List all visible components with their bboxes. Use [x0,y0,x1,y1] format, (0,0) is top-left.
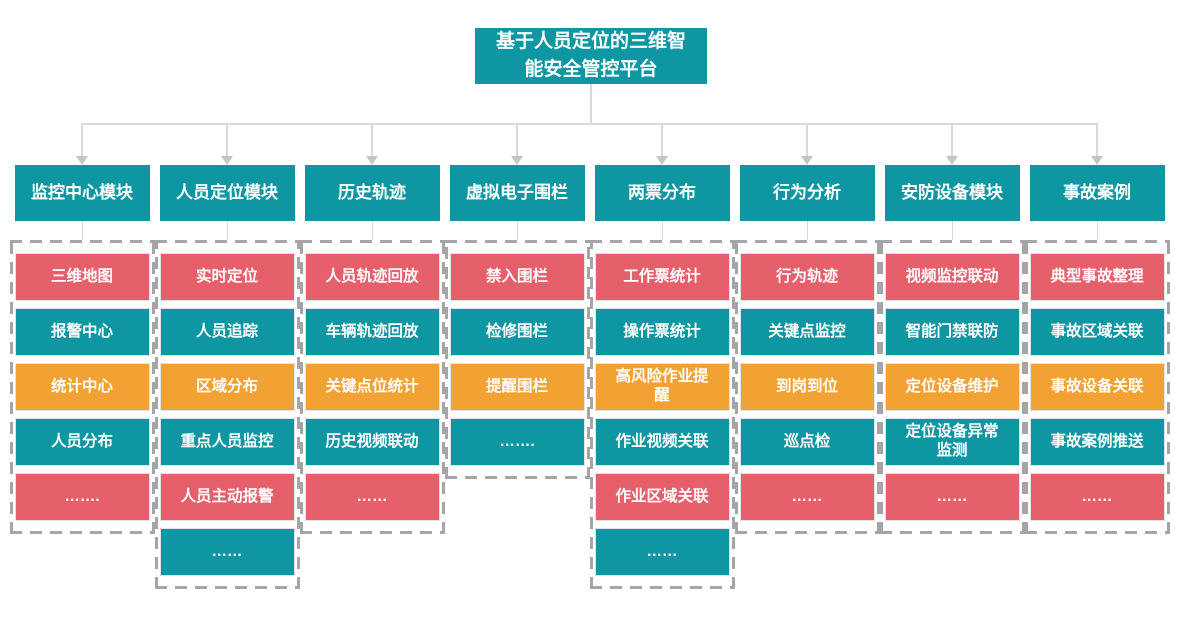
module-item: 提醒围栏 [449,363,585,411]
connector-branch [1096,125,1098,156]
connector-root-stem [590,84,592,123]
module-item: 智能门禁联防 [884,308,1020,356]
module-item-group: 视频监控联动智能门禁联防定位设备维护定位设备异常监测 …… [880,240,1025,534]
module-item: 事故案例推送 [1029,418,1165,466]
module-item: 定位设备异常监测 [884,418,1020,466]
module-item: …… [594,528,730,576]
module-item: 作业区域关联 [594,473,730,521]
module-item: …… [1029,473,1165,521]
module-item-group: 工作票统计操作票统计高风险作业提醒作业视频关联作业区域关联 …… [590,240,735,589]
module-item: 历史视频联动 [304,418,440,466]
module-item: 高风险作业提醒 [594,363,730,411]
module-item: ……. [14,473,150,521]
arrow-down-icon [946,156,958,165]
arrow-down-icon [366,156,378,165]
module-item-group: 典型事故整理事故区域关联事故设备关联事故案例推送 …… [1025,240,1170,534]
module-item: 人员分布 [14,418,150,466]
module-item: 区域分布 [159,363,295,411]
connector-branch [371,125,373,156]
module-item: 事故设备关联 [1029,363,1165,411]
connector-branch [516,125,518,156]
module-header: 两票分布 [594,165,730,221]
module-item: 检修围栏 [449,308,585,356]
arrow-down-icon [656,156,668,165]
module-item: 重点人员监控 [159,418,295,466]
module-item: …… [884,473,1020,521]
module-item: …… [159,528,295,576]
module-header: 行为分析 [739,165,875,221]
connector-header-to-group [372,221,373,240]
module-item: 视频监控联动 [884,253,1020,301]
module-item: 禁入围栏 [449,253,585,301]
module-item-group: 实时定位人员追踪区域分布重点人员监控人员主动报警 …… [155,240,300,589]
module-item: 车辆轨迹回放 [304,308,440,356]
module-item: 典型事故整理 [1029,253,1165,301]
module-item: …… [739,473,875,521]
module-header: 监控中心模块 [14,165,150,221]
module-item: 工作票统计 [594,253,730,301]
module-item: 巡点检 [739,418,875,466]
module-item-group: 人员轨迹回放车辆轨迹回放关键点位统计历史视频联动 …… [300,240,445,534]
module-item: 人员追踪 [159,308,295,356]
connector-header-to-group [227,221,228,240]
arrow-down-icon [511,156,523,165]
module-item: 实时定位 [159,253,295,301]
module-item: 事故区域关联 [1029,308,1165,356]
connector-header-to-group [517,221,518,240]
connector-branch [661,125,663,156]
module-item: 关键点位统计 [304,363,440,411]
module-item-group: 三维地图报警中心统计中心人员分布 ……. [10,240,155,534]
connector-header-to-group [1097,221,1098,240]
arrow-down-icon [801,156,813,165]
module-item: 人员主动报警 [159,473,295,521]
module-header: 历史轨迹 [304,165,440,221]
module-header: 虚拟电子围栏 [449,165,585,221]
connector-branch [226,125,228,156]
arrow-down-icon [76,156,88,165]
module-item-group: 行为轨迹关键点监控到岗到位巡点检 …… [735,240,880,534]
module-header: 事故案例 [1029,165,1165,221]
module-item: 定位设备维护 [884,363,1020,411]
arrow-down-icon [221,156,233,165]
module-item: 操作票统计 [594,308,730,356]
module-item: 行为轨迹 [739,253,875,301]
connector-header-to-group [952,221,953,240]
connector-branch [951,125,953,156]
module-header: 安防设备模块 [884,165,1020,221]
module-header: 人员定位模块 [159,165,295,221]
module-item: 到岗到位 [739,363,875,411]
connector-header-to-group [807,221,808,240]
module-item: 人员轨迹回放 [304,253,440,301]
module-item: 关键点监控 [739,308,875,356]
root-node: 基于人员定位的三维智能安全管控平台 [475,28,707,84]
module-item: 报警中心 [14,308,150,356]
module-item: 三维地图 [14,253,150,301]
connector-branch [806,125,808,156]
module-item: ……. [449,418,585,466]
arrow-down-icon [1091,156,1103,165]
connector-branch [81,125,83,156]
module-item: …… [304,473,440,521]
module-item: 作业视频关联 [594,418,730,466]
module-item-group: 禁入围栏检修围栏提醒围栏 ……. [445,240,590,479]
connector-rail [81,123,1098,125]
connector-header-to-group [662,221,663,240]
module-item: 统计中心 [14,363,150,411]
connector-header-to-group [82,221,83,240]
